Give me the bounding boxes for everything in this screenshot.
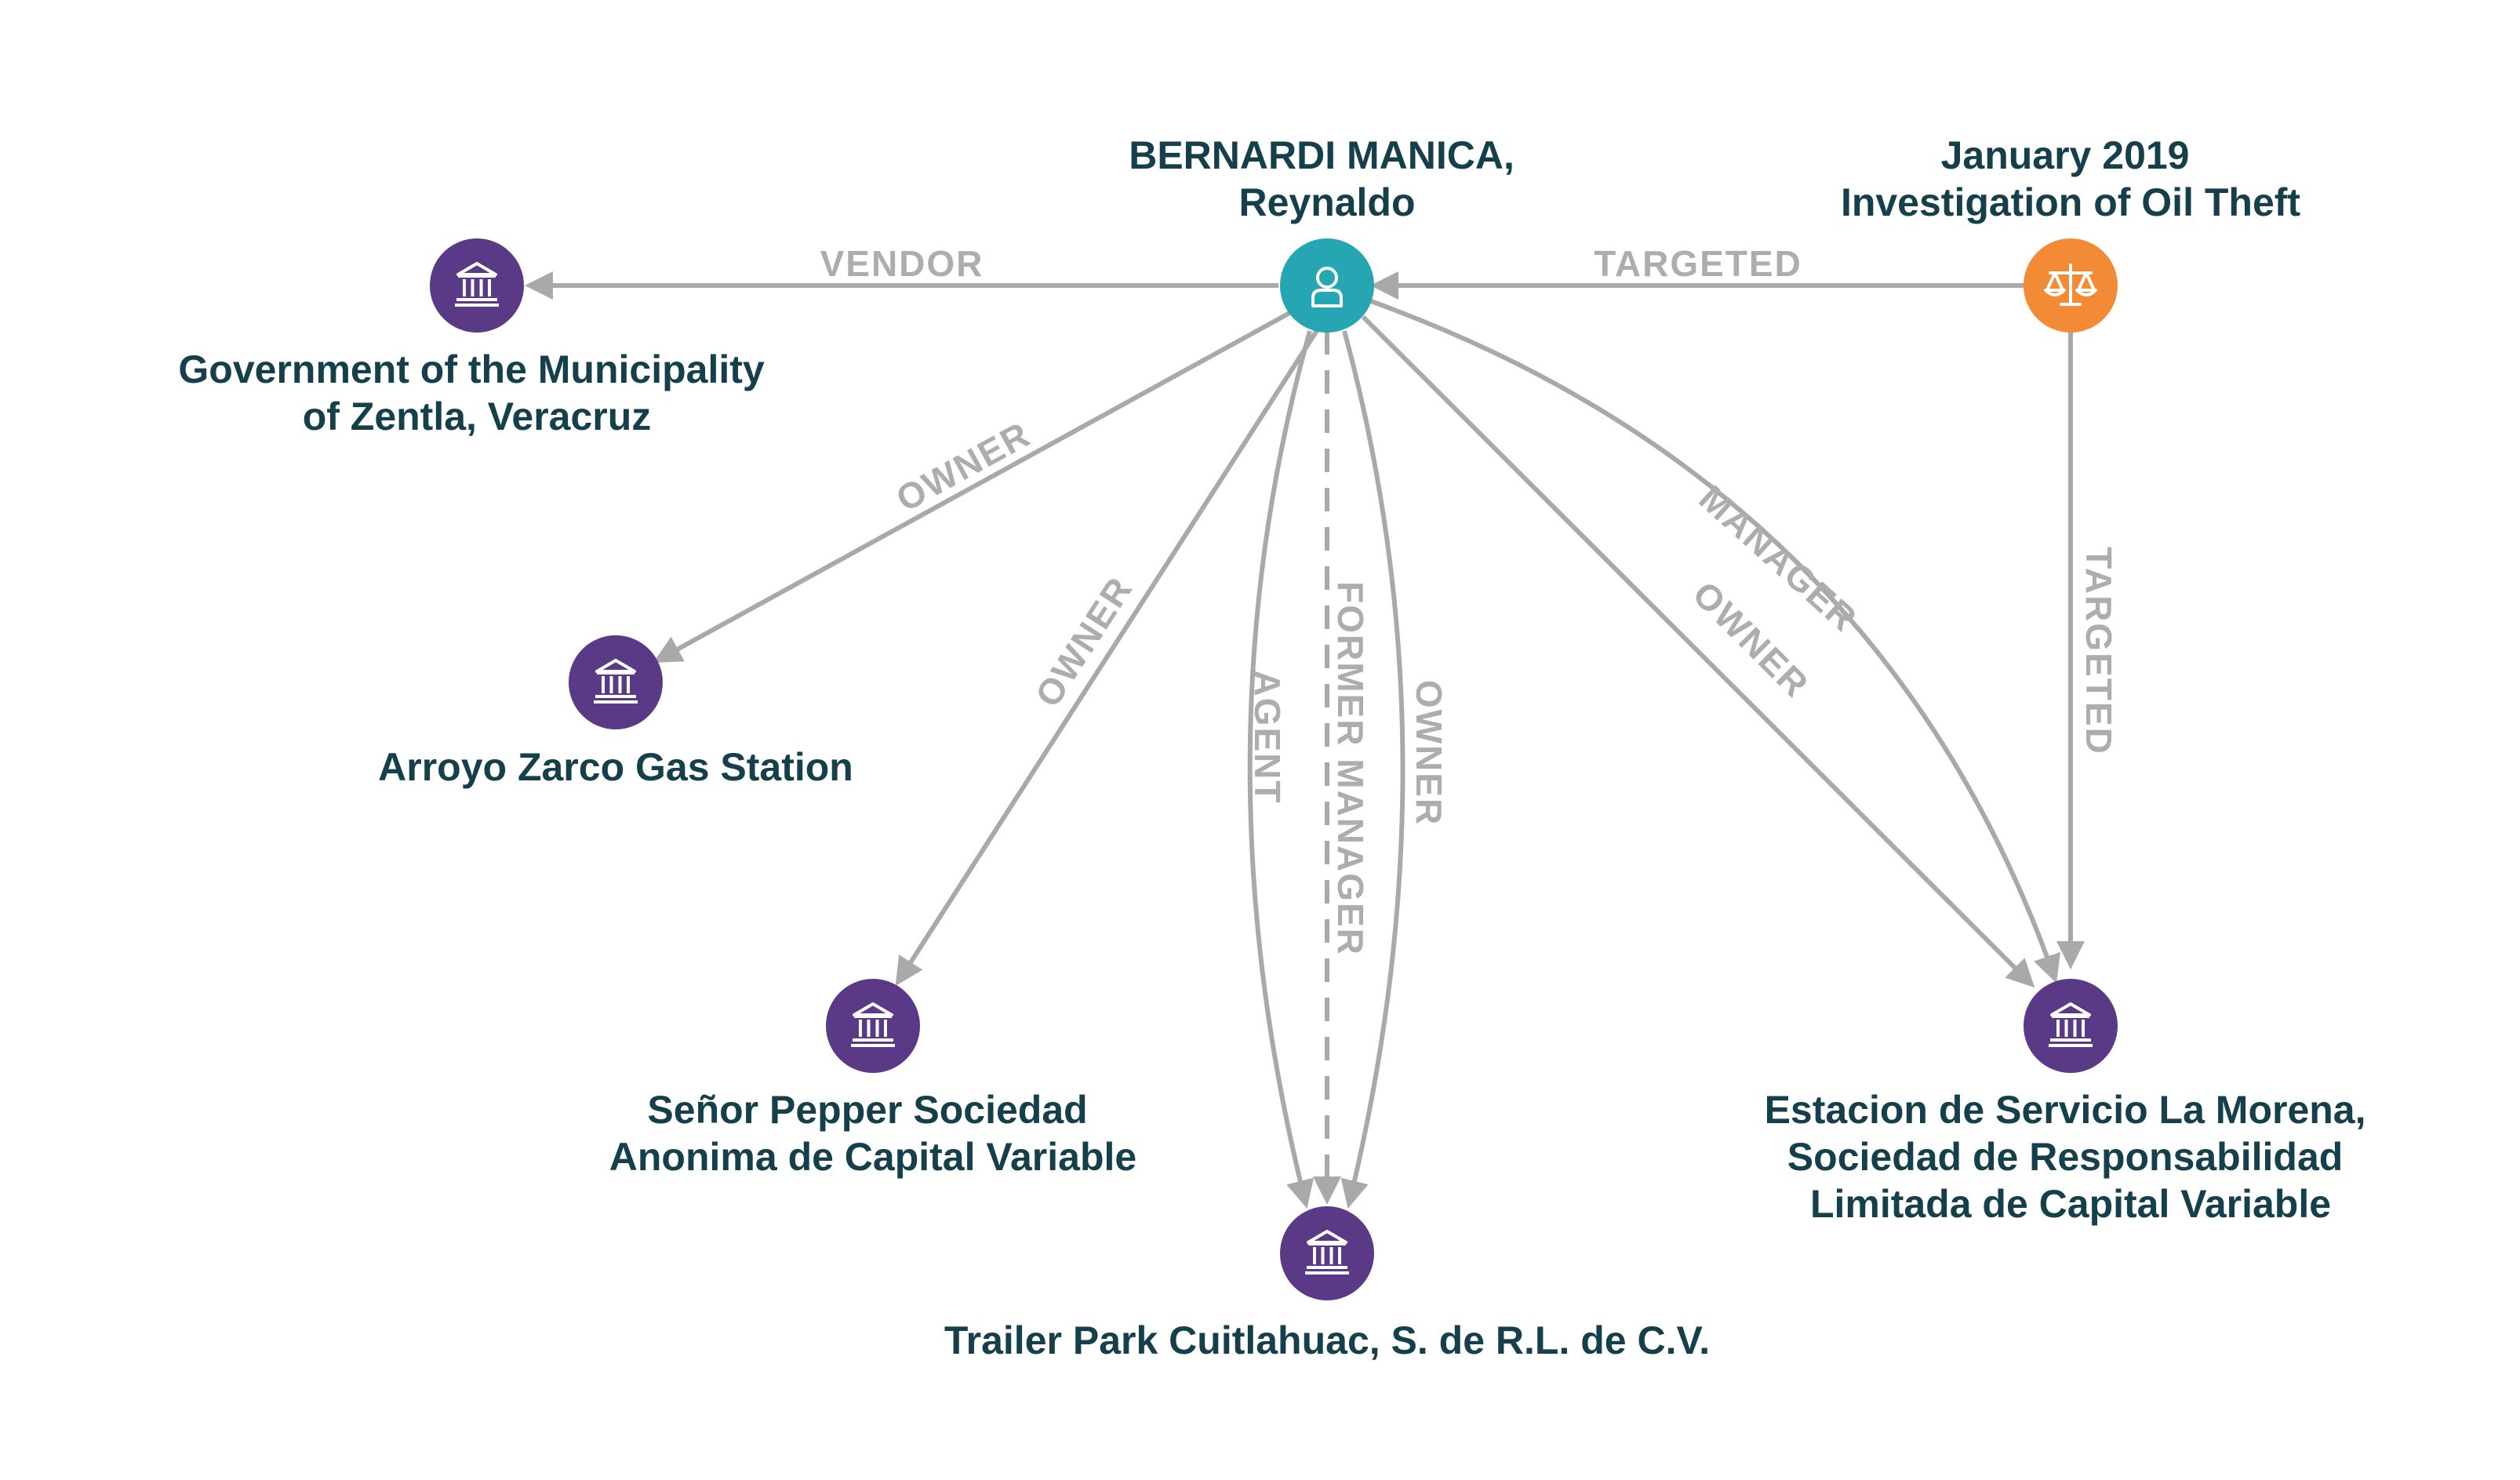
edge-label-vendor: VENDOR (820, 243, 984, 284)
node-label-person: BERNARDI MANICA, Reynaldo (1129, 133, 1525, 224)
node-government[interactable] (430, 238, 524, 333)
node-pepper-circle (826, 979, 920, 1073)
node-pepper[interactable] (826, 979, 920, 1073)
edge-label-targeted-morena: TARGETED (2078, 547, 2119, 755)
edge-label-owner-trailer: OWNER (1409, 680, 1449, 826)
edge-manager-morena (1369, 299, 2061, 984)
node-person[interactable] (1280, 238, 1374, 333)
node-label-pepper: Señor Pepper Sociedad Anonima de Capital… (609, 1088, 1136, 1179)
node-morena[interactable] (2024, 979, 2118, 1073)
node-trailer[interactable] (1280, 1206, 1374, 1300)
node-label-trailer: Trailer Park Cuitlahuac, S. de R.L. de C… (944, 1318, 1710, 1362)
scales-icon (2044, 264, 2097, 306)
edge-owner-arroyo (653, 309, 1294, 663)
node-government-circle (430, 238, 524, 333)
edge-label-targeted-person: TARGETED (1594, 243, 1802, 284)
person-icon (1311, 267, 1343, 307)
node-arroyo[interactable] (569, 635, 663, 729)
edge-label-former-manager-trailer: FORMER MANAGER (1330, 581, 1371, 956)
node-morena-circle (2024, 979, 2118, 1073)
node-label-government: Government of the Municipality of Zentla… (178, 347, 775, 438)
node-label-arroyo: Arroyo Zarco Gas Station (378, 745, 853, 789)
node-label-morena: Estacion de Servicio La Morena, Sociedad… (1765, 1088, 2377, 1226)
edge-label-agent-trailer: AGENT (1247, 671, 1288, 805)
edge-agent-trailer (1247, 330, 1315, 1209)
node-arroyo-circle (569, 635, 663, 729)
edge-owner-trailer (1340, 330, 1405, 1209)
node-trailer-circle (1280, 1206, 1374, 1300)
edge-owner-pepper (895, 328, 1320, 987)
edge-owner-morena (1361, 315, 2035, 988)
node-investigation[interactable] (2024, 238, 2118, 333)
node-label-investigation: January 2019 Investigation of Oil Theft (1841, 133, 2300, 224)
